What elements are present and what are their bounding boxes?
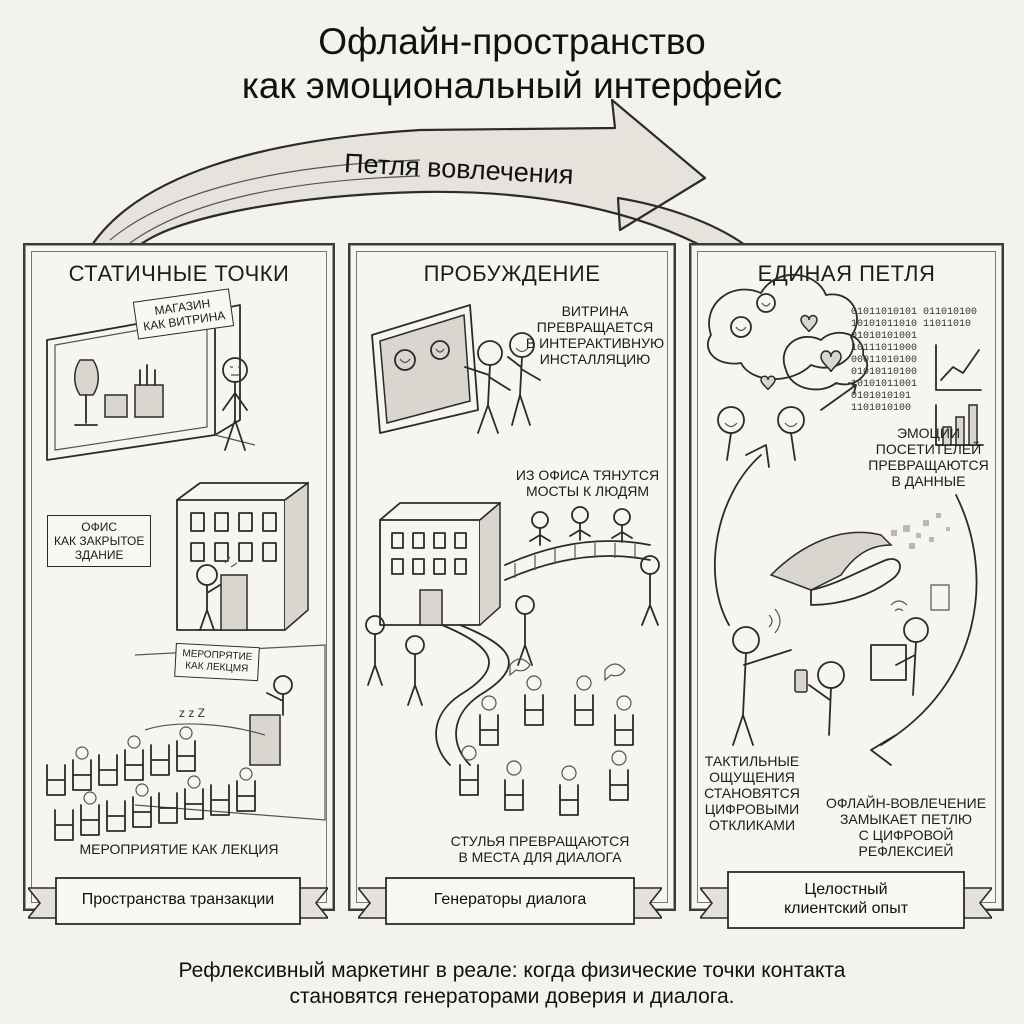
panel-awakening: ПРОБУЖДЕНИЕ [348,243,676,911]
bored-person-icon [222,357,248,451]
handshake-icon [769,513,950,606]
ribbon-transaction-spaces: Пространства транзакции [28,870,328,932]
closed-office-icon [176,481,309,631]
ribbon-text-2: Генераторы диалога [433,891,587,908]
lecture-hall-icon: z z Z [46,644,326,841]
awakening-illustration [365,304,660,816]
panel-title-static: СТАТИЧНЫЕ ТОЧКИ [68,261,290,286]
footer-line-2: становятся генераторами доверия и диалог… [289,985,735,1008]
loop-arrows-icon [713,444,978,766]
dialogue-chairs-icon [459,658,634,816]
svg-text:z z Z: z z Z [179,706,205,720]
interactive-screen-icon [371,304,541,434]
unified-loop-illustration [706,273,984,766]
ribbon-dialogue-generators: Генераторы диалога [358,870,662,932]
panel-static-points: СТАТИЧНЫЕ ТОЧКИ [23,243,335,911]
title-line-2: как эмоциональный интерфейс [241,65,783,106]
footer-line-1: Рефлексивный маркетинг в реале: когда фи… [178,959,846,982]
bridging-office-icon [365,501,660,766]
caption-event-lecture: МЕРОПРИЯТИЕ КАК ЛЕКЦИЯ [79,841,279,857]
static-points-illustration: z z Z [46,304,326,841]
page-title: Офлайн-пространство как эмоциональный ин… [0,20,1024,108]
tactile-people-icon [732,584,950,746]
footer-caption: Рефлексивный маркетинг в реале: когда фи… [0,958,1024,1010]
panel-title-awakening: ПРОБУЖДЕНИЕ [423,261,601,286]
engagement-loop-arrow [90,98,747,247]
emotion-clouds-icon [706,273,869,461]
charts-icon [935,344,984,446]
panel-title-unified: ЕДИНАЯ ПЕТЛЯ [757,261,936,286]
panel-unified-loop: ЕДИНАЯ ПЕТЛЯ [689,243,1004,911]
ribbon-text-1: Пространства транзакции [81,891,275,908]
title-line-1: Офлайн-пространство [318,21,706,62]
